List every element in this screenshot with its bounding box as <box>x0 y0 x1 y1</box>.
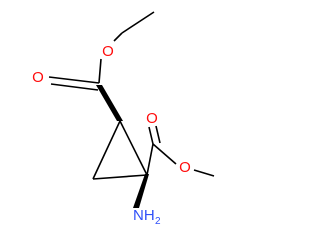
atom-n-amino: NH <box>133 207 155 224</box>
bond-ring-top-to-right <box>119 120 148 176</box>
bond-ester-oxygen-carbonyl-carbon-top <box>98 58 102 84</box>
structure-canvas: O O O O NH 2 <box>32 11 215 227</box>
atom-o-ethyl-carbonyl: O <box>32 69 44 86</box>
molecule-structure: O O O O NH 2 <box>32 11 215 227</box>
bond-carbonyl-oxygen-right-a <box>148 126 154 145</box>
bond-ring-right-to-carbonyl-carbon <box>146 143 154 176</box>
bond-ch2-ester-oxygen <box>113 32 123 42</box>
bond-ring-left-to-top <box>92 120 121 180</box>
wedge-bond-top-ring-carbon <box>96 85 123 121</box>
atom-n-amino-subscript: 2 <box>155 216 161 227</box>
bond-layer <box>48 11 215 208</box>
bond-carbonyl-oxygen-right-b <box>155 125 161 144</box>
bond-carbonyl-oxygen-top-b <box>50 83 99 91</box>
bond-methyl-ch2 <box>121 11 155 34</box>
atom-label-layer: O O O O NH 2 <box>32 43 191 227</box>
atom-o-methyl-ester: O <box>179 159 191 176</box>
bond-carbonyl-carbon-to-ester-oxygen-right <box>152 143 177 165</box>
bond-carbonyl-oxygen-top-a <box>48 76 100 84</box>
bond-ester-oxygen-to-methyl <box>193 169 215 177</box>
wedge-bond-amino <box>133 174 149 208</box>
atom-o-methyl-carbonyl: O <box>146 110 158 127</box>
bond-ring-right-to-left <box>92 174 148 180</box>
atom-o-ethyl-ester: O <box>102 43 114 60</box>
